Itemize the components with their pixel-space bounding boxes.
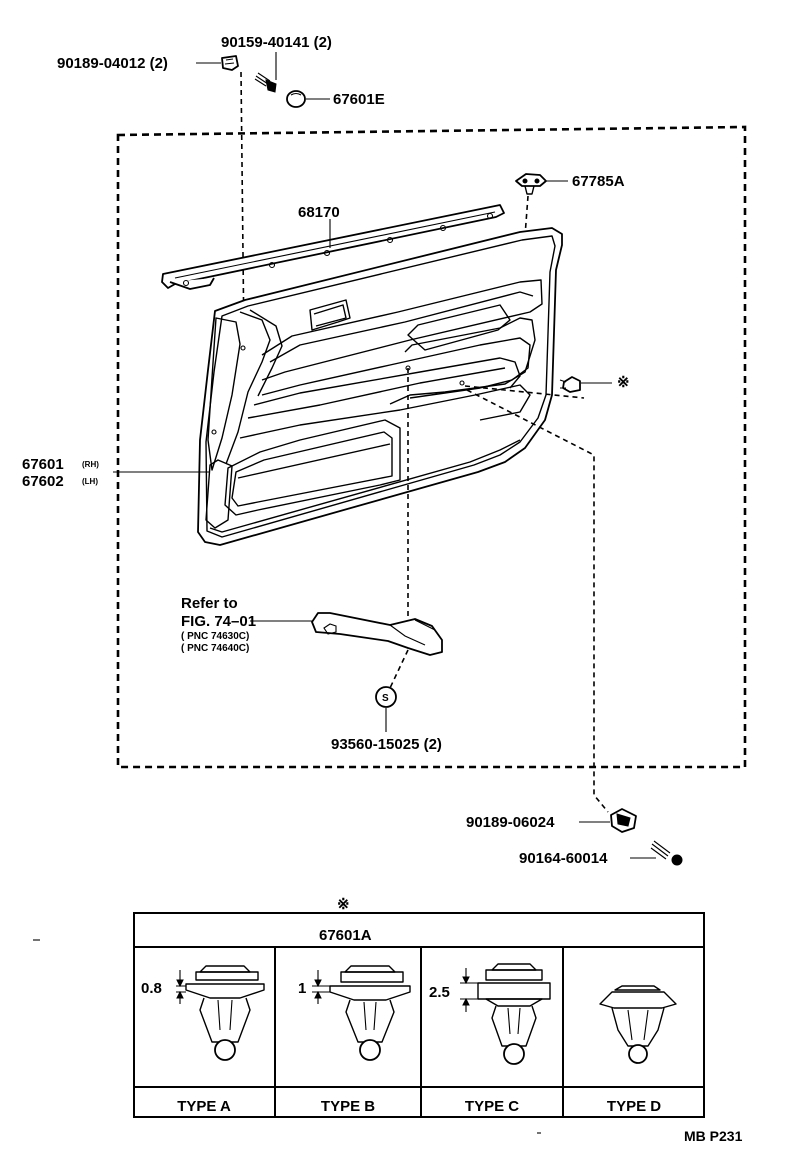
label-cap: 67601E: [333, 91, 385, 108]
dashed-handle-to-screw: [389, 649, 409, 689]
label-panel-rh-suffix: (RH): [82, 460, 99, 469]
label-screw-bottom: 90164-60014: [519, 850, 608, 867]
dim-type-c: 2.5: [429, 984, 450, 1001]
label-refer-fig: FIG. 74–01: [181, 613, 256, 630]
label-type-d: TYPE D: [607, 1098, 661, 1115]
label-type-b: TYPE B: [321, 1098, 375, 1115]
label-screw-top: 90159-40141 (2): [221, 34, 332, 51]
label-table-asterisk: ※: [337, 896, 350, 913]
clip-type-c-drawing: [460, 963, 551, 1065]
clip-top-icon: [515, 173, 547, 195]
table-title: 67601A: [319, 927, 372, 944]
label-panel-lh: 67602: [22, 473, 64, 490]
label-panel-lh-suffix: (LH): [82, 477, 98, 486]
label-type-c: TYPE C: [465, 1098, 519, 1115]
screw-bottom-icon: [650, 840, 683, 866]
footer-code: MB P231: [684, 1128, 743, 1144]
label-asterisk-clip: ※: [617, 374, 630, 391]
pull-handle-part: [311, 612, 443, 656]
label-nut-top: 90189-04012 (2): [57, 55, 168, 72]
label-nut-bottom: 90189-06024: [466, 814, 555, 831]
label-clip-top: 67785A: [572, 173, 625, 190]
clip-table: [133, 912, 705, 1118]
clip-type-b-drawing: [312, 965, 411, 1061]
door-panel-part: [197, 227, 563, 546]
clip-type-a-drawing: [176, 965, 265, 1061]
clip-right-icon: [559, 376, 581, 393]
label-screw-s: 93560-15025 (2): [331, 736, 442, 753]
nut-bottom-icon: [610, 808, 637, 833]
screw-s-icon: [375, 686, 397, 708]
weatherstrip-part: [161, 204, 505, 290]
cap-icon: [286, 90, 306, 108]
label-panel-rh: 67601: [22, 456, 64, 473]
dashed-clip-right: [464, 385, 585, 399]
nut-top-icon: [221, 55, 239, 71]
label-type-a: TYPE A: [177, 1098, 231, 1115]
dashed-nut-to-panel: [240, 71, 245, 346]
label-refer-pnc1: ( PNC 74630C): [181, 631, 249, 642]
assembly-frame: [116, 125, 747, 769]
label-screw-s-symbol: S: [382, 693, 389, 704]
screw-top-icon: [254, 72, 277, 93]
clip-type-d-drawing: [599, 985, 677, 1064]
dim-type-b: 1: [298, 980, 306, 997]
label-weatherstrip: 68170: [298, 204, 340, 221]
dim-type-a: 0.8: [141, 980, 162, 997]
dashed-clip-to-panel: [524, 195, 529, 237]
label-refer-pnc2: ( PNC 74640C): [181, 643, 249, 654]
label-refer-to: Refer to: [181, 595, 238, 612]
